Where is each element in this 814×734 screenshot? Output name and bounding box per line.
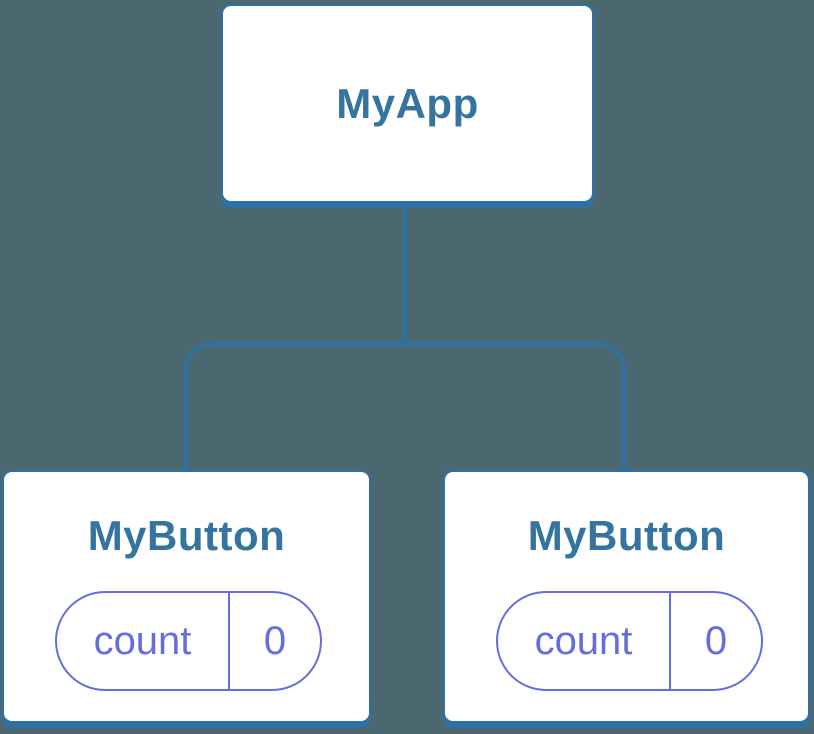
component-node-root: MyApp — [221, 4, 594, 203]
connector-stem-line — [403, 206, 407, 346]
state-pill-child-2: count 0 — [496, 591, 763, 691]
state-pill-divider — [669, 593, 671, 689]
state-value-label: 0 — [704, 618, 728, 663]
state-pill-child-1: count 0 — [55, 591, 322, 691]
component-label-child-2: MyButton — [527, 512, 726, 559]
connector-branch-bracket — [184, 342, 626, 470]
component-label-child-1: MyButton — [87, 512, 286, 559]
state-value-label: 0 — [263, 618, 287, 663]
state-key-label: count — [534, 618, 633, 663]
component-node-child-1: MyButton count 0 — [2, 470, 371, 723]
state-key-label: count — [93, 618, 192, 663]
state-pill-divider — [228, 593, 230, 689]
component-label-root: MyApp — [336, 79, 479, 127]
component-node-child-2: MyButton count 0 — [443, 470, 810, 723]
